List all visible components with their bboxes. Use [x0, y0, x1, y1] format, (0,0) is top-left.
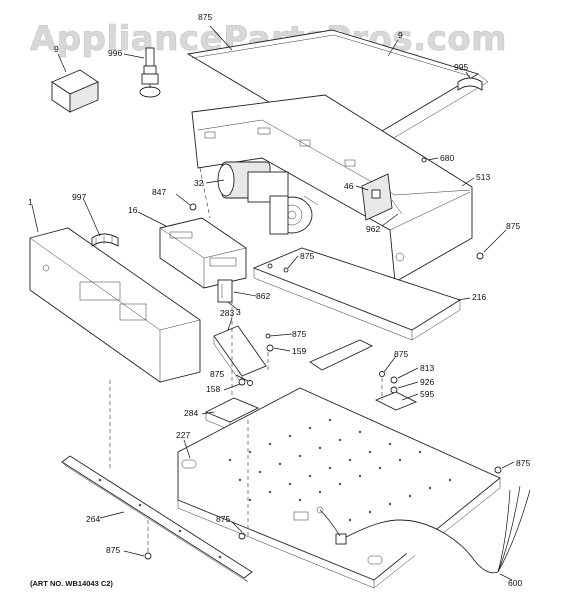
art-number: (ART NO. WB14043 C2) — [30, 579, 113, 588]
callout-9: 9 — [54, 44, 59, 54]
callout-9: 9 — [398, 30, 403, 40]
callout-997: 997 — [72, 192, 86, 202]
alignment-lines — [109, 167, 383, 552]
callout-962: 962 — [366, 224, 380, 234]
callout-227: 227 — [176, 430, 190, 440]
bracket-595 — [374, 391, 418, 411]
lower-rail — [309, 339, 374, 371]
callout-875: 875 — [300, 251, 314, 261]
rear-wrapper — [191, 94, 473, 283]
callout-284: 284 — [184, 408, 198, 418]
callout-862: 862 — [256, 291, 270, 301]
callout-3: 3 — [236, 307, 241, 317]
callout-labels: 875 9 9 996 995 680 513 32 46 847 16 997… — [28, 12, 530, 588]
callout-32: 32 — [194, 178, 204, 188]
fasteners — [144, 157, 502, 560]
control-board — [159, 217, 247, 289]
wire-harness-997 — [91, 233, 119, 247]
relay-board — [361, 173, 403, 221]
part-9-box — [51, 69, 99, 113]
callout-995: 995 — [454, 62, 468, 72]
callout-159: 159 — [292, 346, 306, 356]
callout-875: 875 — [216, 514, 230, 524]
callout-875: 875 — [198, 12, 212, 22]
callout-875: 875 — [210, 369, 224, 379]
callout-926: 926 — [420, 377, 434, 387]
callout-996: 996 — [108, 48, 122, 58]
watermark: AppliancePartsPros.com — [30, 19, 507, 59]
callout-1: 1 — [28, 197, 33, 207]
power-cord — [316, 485, 531, 574]
callout-600: 600 — [508, 578, 522, 588]
callout-595: 595 — [420, 389, 434, 399]
cooling-fan — [217, 161, 319, 235]
callout-813: 813 — [420, 363, 434, 373]
callout-875: 875 — [506, 221, 520, 231]
callout-875: 875 — [106, 545, 120, 555]
callout-264: 264 — [86, 514, 100, 524]
leader-lines — [31, 25, 515, 581]
control-panel — [29, 227, 201, 383]
part-995 — [457, 77, 483, 91]
callout-46: 46 — [344, 181, 354, 191]
callout-680: 680 — [440, 153, 454, 163]
bracket-862 — [217, 279, 233, 303]
callout-158: 158 — [206, 384, 220, 394]
callout-875: 875 — [292, 329, 306, 339]
front-trim — [61, 455, 253, 583]
part-996 — [139, 47, 161, 98]
callout-216: 216 — [472, 292, 486, 302]
callout-847: 847 — [152, 187, 166, 197]
callout-513: 513 — [476, 172, 490, 182]
callout-875: 875 — [394, 349, 408, 359]
callout-875: 875 — [516, 458, 530, 468]
callout-16: 16 — [128, 205, 138, 215]
callout-283: 283 — [220, 308, 234, 318]
